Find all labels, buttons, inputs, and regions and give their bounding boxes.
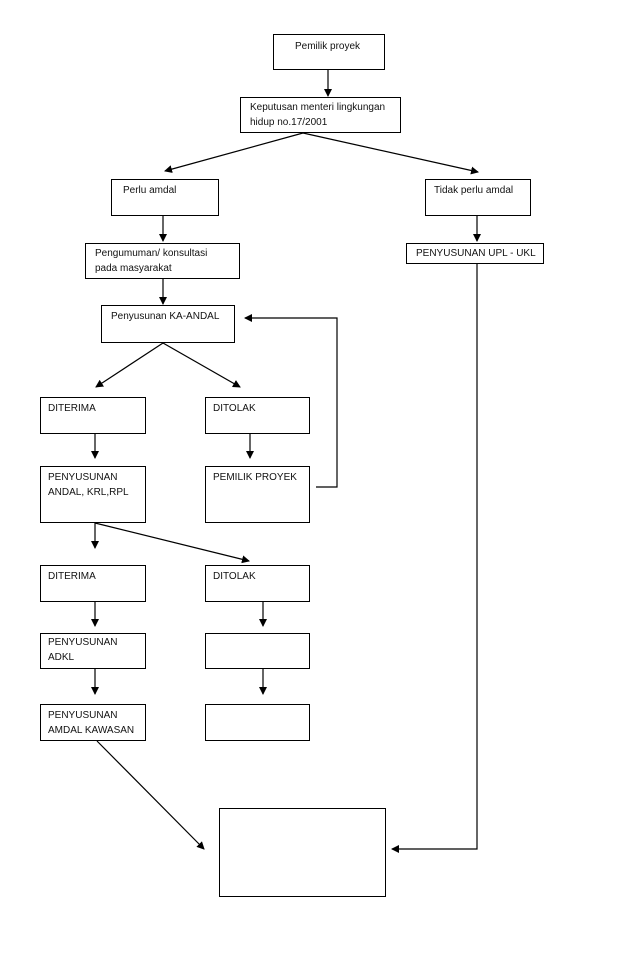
label-keputusan: Keputusan menteri lingkungan hidup no.17… — [250, 102, 386, 128]
box-penyusunan-upl-ukl — [406, 243, 544, 264]
arrow-ka-to-ditolak — [162, 342, 241, 388]
box-pemilik-proyek-2 — [205, 466, 310, 523]
box-final — [219, 808, 386, 897]
label-ditolak-2: DITOLAK — [213, 571, 256, 582]
label-diterima-2: DITERIMA — [48, 571, 96, 582]
box-penyusunan-amdal-kawasan — [40, 704, 146, 741]
box-penyusunan-andal — [40, 466, 146, 523]
box-empty-1 — [205, 633, 310, 669]
label-ditolak-1: DITOLAK — [213, 403, 256, 414]
label-pengumuman: Pengumuman/ konsultasi pada masyarakat — [95, 248, 208, 274]
label-penyusunan-andal: PENYUSUNAN ANDAL, KRL,RPL — [48, 472, 129, 498]
arrow-kawasan-to-final — [96, 740, 205, 850]
label-diterima-1: DITERIMA — [48, 403, 96, 414]
label-pemilik-proyek: Pemilik proyek — [295, 41, 361, 52]
arrow-ka-to-diterima — [95, 342, 164, 388]
label-tidak-perlu-amdal: Tidak perlu amdal — [434, 185, 514, 196]
box-penyusunan-ka-andal — [101, 305, 235, 343]
box-diterima-1 — [40, 397, 146, 434]
label-penyusunan-amdal-kawasan: PENYUSUNAN AMDAL KAWASAN — [48, 710, 135, 736]
arrow-andal-to-ditolak2 — [94, 522, 250, 564]
box-pengumuman — [85, 243, 240, 279]
box-keputusan — [240, 97, 401, 133]
arrow-upl-to-final-line — [400, 264, 478, 850]
arrow-keputusan-to-tidak — [302, 132, 479, 175]
box-tidak-perlu-amdal — [425, 179, 531, 216]
arrow-pemilik-loop-to-ka — [298, 317, 338, 488]
box-ditolak-2 — [205, 565, 310, 602]
arrow-keputusan-to-perlu — [164, 132, 304, 173]
box-empty-2 — [205, 704, 310, 741]
box-diterima-2 — [40, 565, 146, 602]
box-pemilik-proyek — [273, 34, 385, 70]
label-penyusunan-ka-andal: Penyusunan KA-ANDAL — [111, 311, 220, 322]
box-perlu-amdal — [111, 179, 219, 216]
label-penyusunan-upl-ukl: PENYUSUNAN UPL - UKL — [416, 248, 536, 259]
label-pemilik-proyek-2: PEMILIK PROYEK — [213, 472, 297, 483]
label-perlu-amdal: Perlu amdal — [123, 185, 177, 196]
box-penyusunan-adkl — [40, 633, 146, 669]
box-ditolak-1 — [205, 397, 310, 434]
label-penyusunan-adkl: PENYUSUNAN ADKL — [48, 637, 118, 663]
